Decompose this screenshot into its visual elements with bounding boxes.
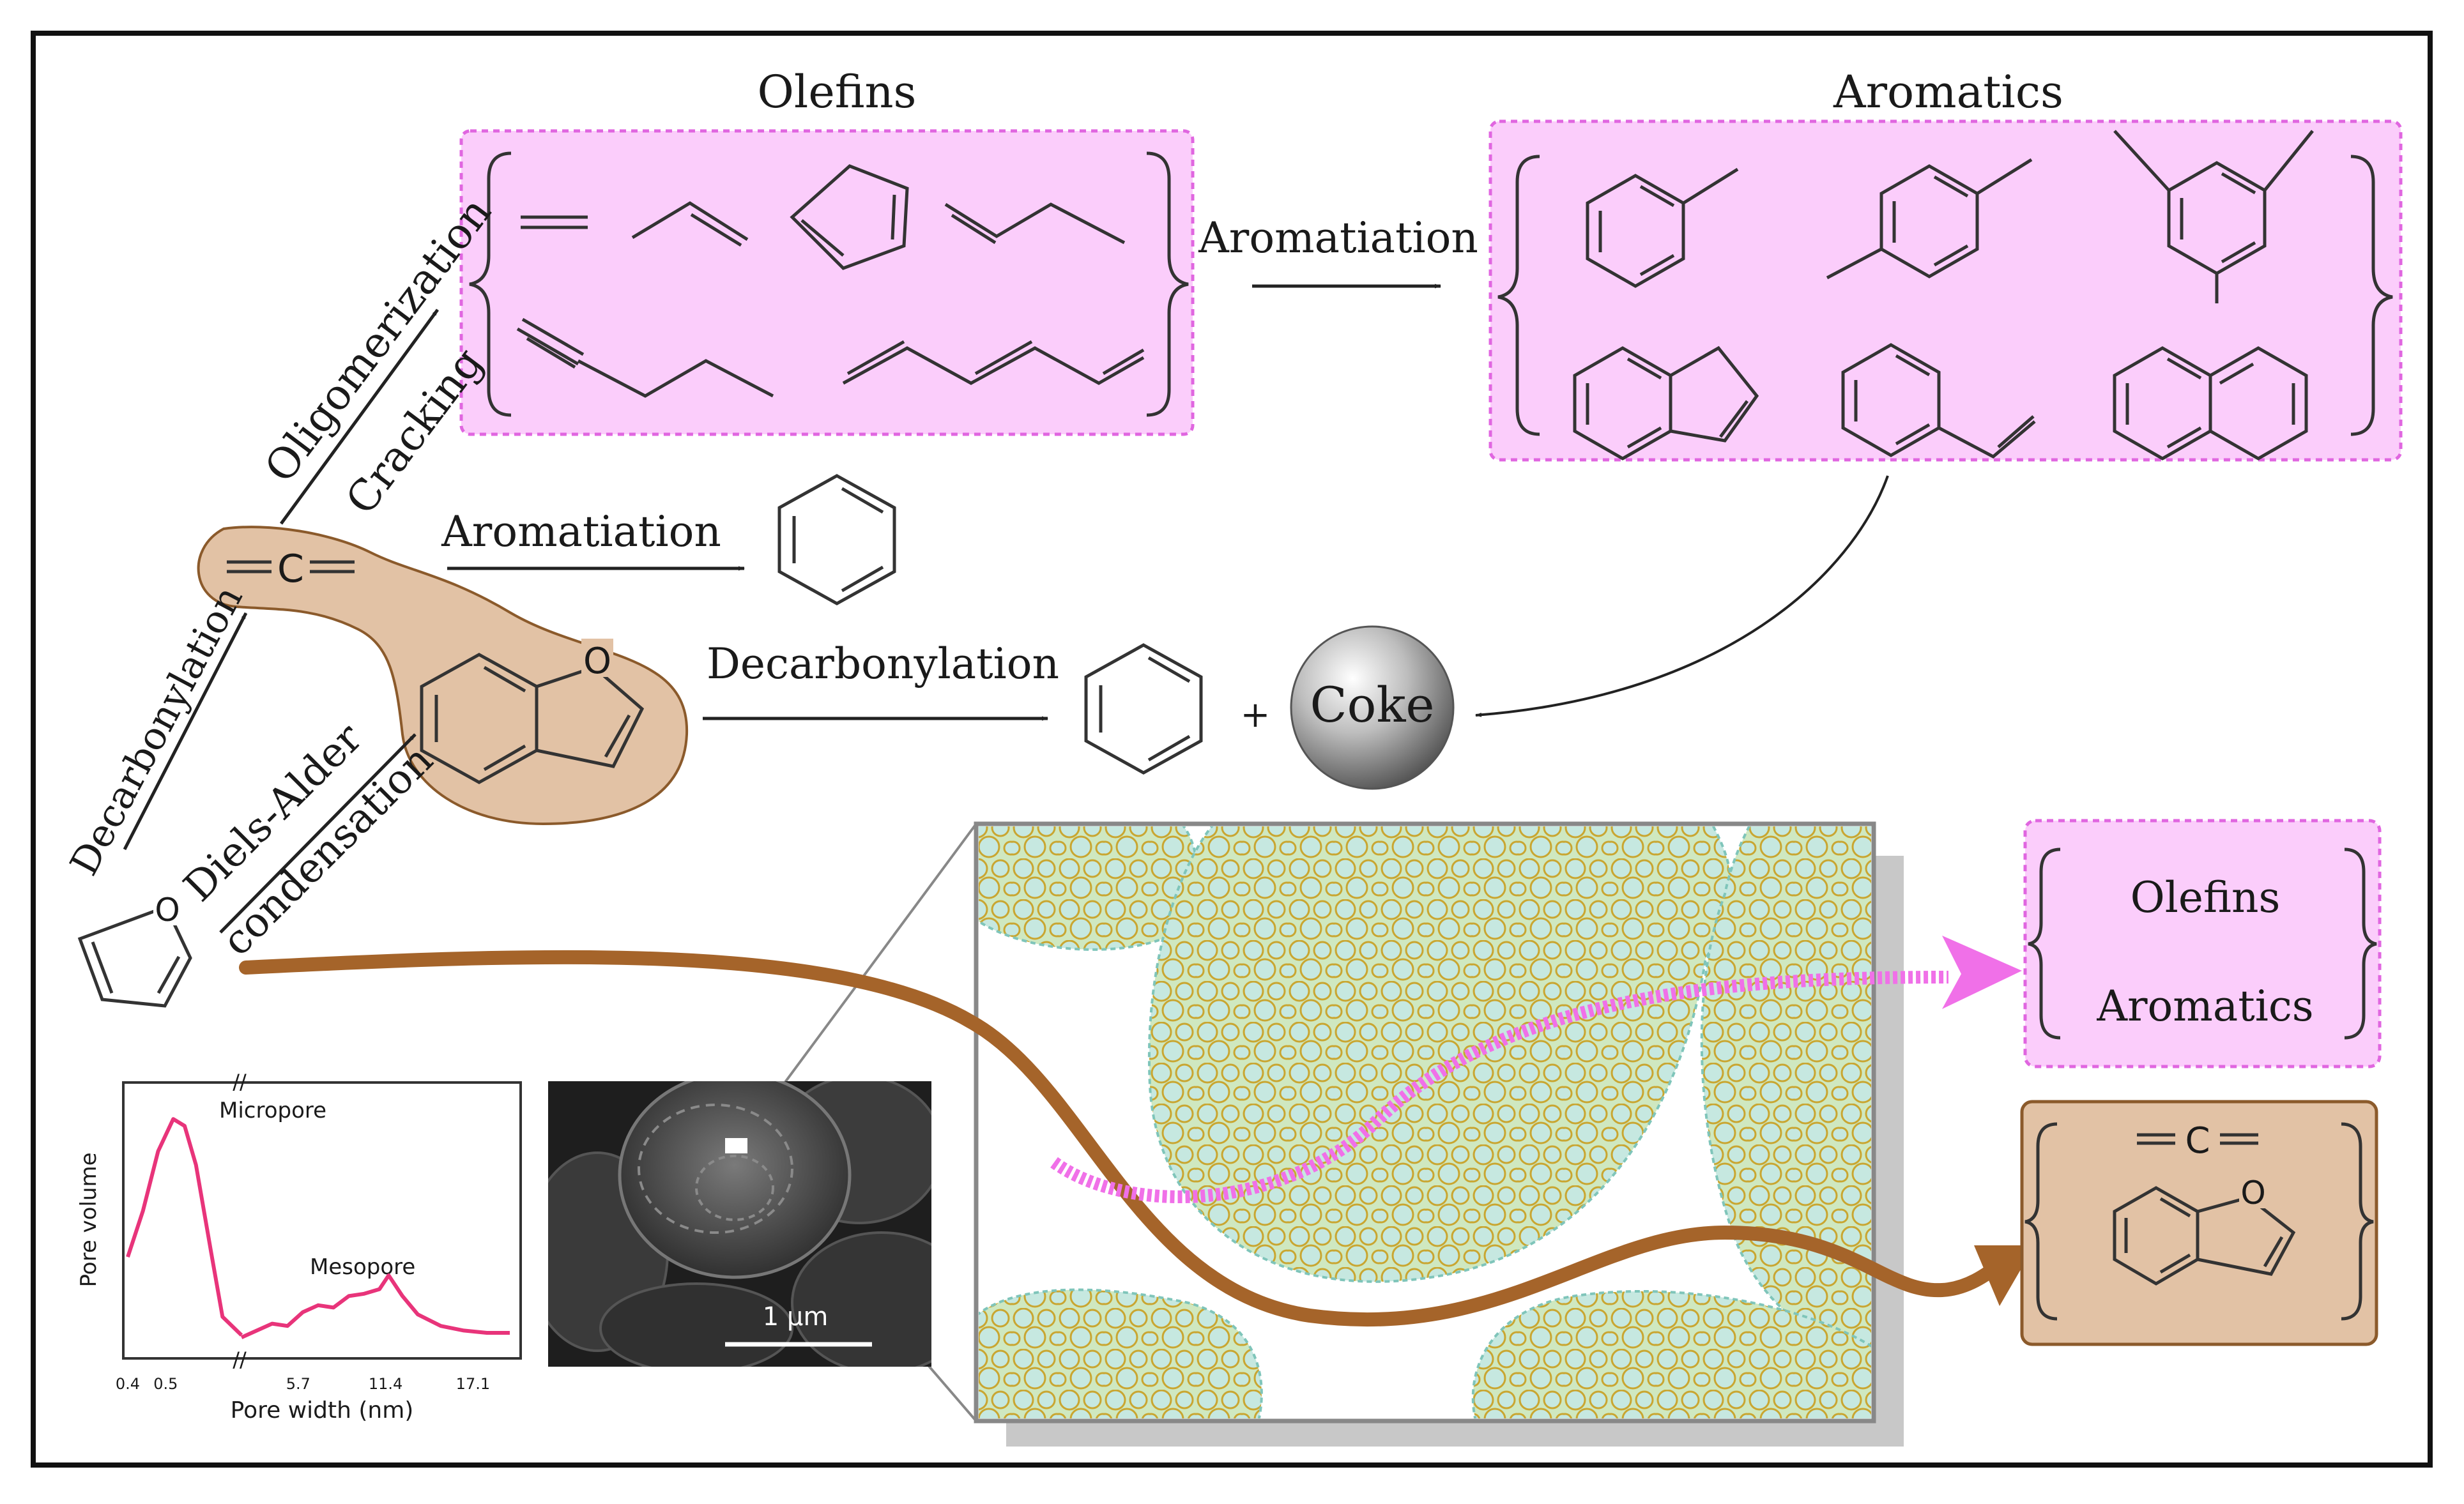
furan-structure bbox=[77, 904, 192, 1008]
x-tick-label: 5.7 bbox=[286, 1375, 310, 1393]
benzene-mid-structure bbox=[777, 474, 896, 605]
toluene-structure bbox=[1586, 167, 1739, 288]
sem-micrograph-icon: 1 µm bbox=[548, 1081, 931, 1367]
mesopore-annotation: Mesopore bbox=[310, 1254, 415, 1280]
x-tick-label: 0.4 bbox=[116, 1375, 140, 1393]
product-benzofuran-structure bbox=[2113, 1186, 2296, 1286]
crystal-large bbox=[1147, 826, 1733, 1283]
crystal-bottom-left bbox=[979, 1288, 1263, 1418]
product-ketene-structure: C bbox=[2137, 1120, 2258, 1162]
olefins-header: Olefins bbox=[758, 66, 917, 118]
product-olefins-aromatics: Olefins Aromatics bbox=[2023, 819, 2382, 1068]
plus-sign: + bbox=[1241, 694, 1271, 736]
aromatics-to-coke-arrow bbox=[1475, 475, 1889, 717]
ethylene-structure bbox=[521, 215, 588, 229]
sem-zoom-marker bbox=[725, 1138, 747, 1153]
propylene-structure bbox=[631, 201, 749, 247]
indene-structure bbox=[1573, 346, 1759, 460]
x-tick-labels: 0.4 0.5 5.7 11.4 17.1 bbox=[116, 1375, 490, 1393]
pore-series-mesopore bbox=[240, 1273, 510, 1339]
olefins-left-brace bbox=[469, 151, 512, 417]
zeolite-inset bbox=[974, 821, 1904, 1447]
pore-size-chart: Micropore Mesopore Pore volume Pore widt… bbox=[76, 1070, 522, 1424]
aromatics-left-brace bbox=[1497, 155, 1540, 436]
aromatics-box bbox=[1488, 119, 2403, 462]
pore-series-micropore bbox=[126, 1117, 243, 1337]
pink-arrowhead bbox=[1942, 936, 2022, 1009]
product-benzofuran-o: O bbox=[2240, 1174, 2265, 1212]
pink-flow-arrow bbox=[1050, 971, 1949, 1204]
butene-structure bbox=[944, 202, 1126, 245]
diels-alder-arrow bbox=[219, 733, 417, 934]
mesitylene-structure bbox=[2113, 130, 2314, 303]
coke-label: Coke bbox=[1310, 676, 1435, 733]
y-axis-label: Pore volume bbox=[76, 1152, 102, 1287]
micropore-annotation: Micropore bbox=[219, 1098, 326, 1123]
benzofuran-o-bg bbox=[581, 639, 613, 677]
product-olefins-label: Olefins bbox=[2131, 873, 2281, 922]
product-intermediates: C O bbox=[2020, 1100, 2378, 1346]
decarbonylation-left-arrow bbox=[123, 612, 248, 851]
cyclopentadiene-structure bbox=[790, 164, 909, 270]
x-tick-label: 11.4 bbox=[369, 1375, 402, 1393]
olefins-right-brace bbox=[1146, 151, 1189, 417]
butyne-structure bbox=[516, 317, 774, 398]
brown-arrowhead bbox=[1974, 1245, 2035, 1306]
furan-o-bg bbox=[153, 891, 181, 925]
aromatics-right-brace bbox=[2350, 155, 2393, 436]
naphthalene-structure bbox=[2113, 346, 2308, 460]
styrene-structure bbox=[1841, 343, 2036, 459]
product-aromatics-label: Aromatics bbox=[2096, 982, 2313, 1031]
x-axis-label: Pore width (nm) bbox=[231, 1397, 414, 1424]
chart-lines bbox=[126, 1117, 510, 1339]
aromatiation-top-label: Aromatiation bbox=[1198, 213, 1478, 262]
x-tick-label: 0.5 bbox=[153, 1375, 178, 1393]
brown-flow-arrow bbox=[239, 950, 2007, 1327]
svg-text:C: C bbox=[2185, 1120, 2210, 1162]
product-pink-box bbox=[2023, 819, 2382, 1068]
aromatics-group: Aromatics bbox=[1488, 66, 2403, 462]
axis-break-bottom: // bbox=[233, 1348, 247, 1372]
furan-o-label: O bbox=[155, 892, 180, 929]
decarbonylation-mid-label: Decarbonylation bbox=[707, 639, 1059, 688]
benzofuran-structure bbox=[420, 653, 645, 784]
crystal-bottom-right bbox=[1471, 1289, 1871, 1418]
oligomerization-arrow bbox=[279, 308, 440, 525]
olefins-box bbox=[459, 129, 1195, 436]
x-tick-label: 17.1 bbox=[456, 1375, 490, 1393]
olefins-group: Olefins bbox=[459, 66, 1195, 436]
chart-frame bbox=[122, 1081, 522, 1360]
outer-frame bbox=[31, 31, 2433, 1468]
coke-sphere-icon bbox=[1290, 625, 1455, 790]
benzofuran-o-label: O bbox=[583, 641, 611, 682]
hexatriene-structure bbox=[842, 340, 1145, 385]
aromatiation-mid-label: Aromatiation bbox=[441, 507, 721, 556]
svg-text:C: C bbox=[277, 547, 304, 591]
xylene-structure bbox=[1826, 158, 2033, 280]
ketene-structure: C bbox=[227, 547, 355, 591]
aromatics-header: Aromatics bbox=[1833, 66, 2063, 118]
axis-break-top: // bbox=[233, 1070, 247, 1094]
sem-scale-label: 1 µm bbox=[763, 1302, 829, 1332]
benzene-product-structure bbox=[1084, 643, 1203, 775]
